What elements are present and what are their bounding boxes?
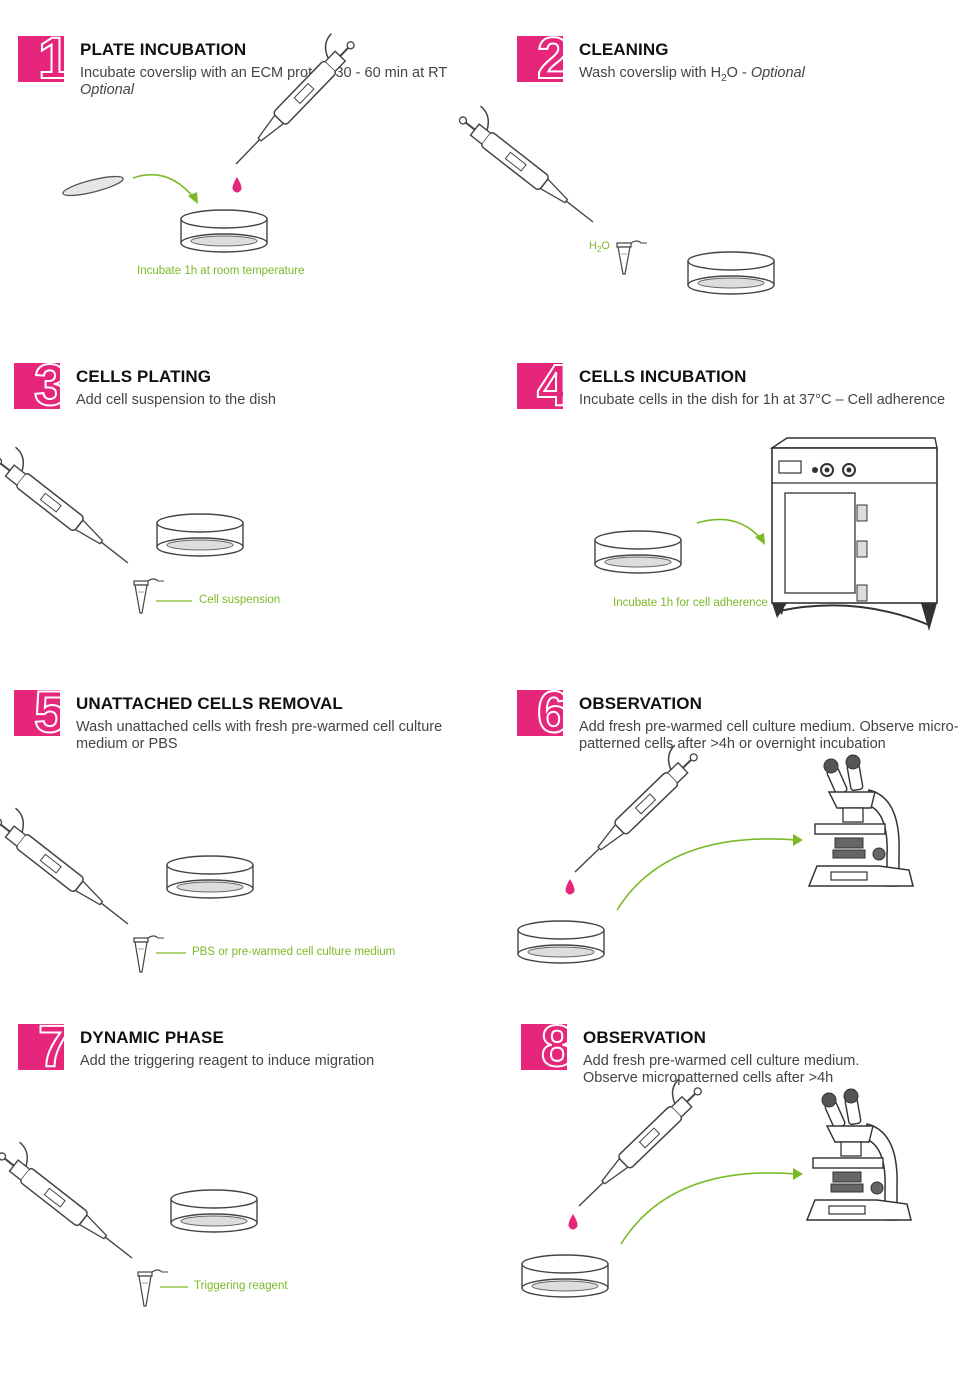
step-title: CELLS INCUBATION bbox=[579, 367, 747, 386]
petri-dish-icon bbox=[170, 1189, 258, 1233]
arrow-icon bbox=[132, 174, 198, 204]
step-description: Incubate coverslip with an ECM protein 3… bbox=[80, 65, 448, 98]
petri-dish-icon bbox=[594, 530, 682, 574]
annotation-label: Triggering reagent bbox=[194, 1280, 288, 1292]
step-3-illustration bbox=[0, 446, 244, 614]
step-number-badge: 3 bbox=[14, 363, 60, 409]
step-number-badge: 7 bbox=[18, 1024, 64, 1070]
step-number-badge: 2 bbox=[517, 36, 563, 82]
annotation-label: Incubate 1h at room temperature bbox=[137, 265, 305, 277]
step-number: 1 bbox=[37, 36, 64, 82]
step-number: 4 bbox=[536, 363, 563, 409]
pipette-icon bbox=[574, 744, 698, 873]
petri-dish-icon bbox=[166, 855, 254, 899]
pipette-icon bbox=[458, 105, 594, 223]
pipette-icon bbox=[235, 33, 355, 165]
step-6: 6 OBSERVATION Add fresh pre-warmed cell … bbox=[517, 690, 980, 1010]
annotation-label: PBS or pre-warmed cell culture medium bbox=[192, 946, 396, 958]
optional-note: Optional bbox=[750, 65, 805, 81]
step-number-badge: 5 bbox=[14, 690, 60, 736]
step-2-illustration bbox=[458, 105, 775, 295]
drop-icon bbox=[232, 177, 242, 193]
step-5: 5 UNATTACHED CELLS REMOVAL Wash unattach… bbox=[0, 690, 484, 1010]
step-number: 7 bbox=[37, 1024, 64, 1070]
step-number: 8 bbox=[540, 1024, 567, 1070]
pipette-icon bbox=[0, 807, 129, 925]
optional-note: Optional bbox=[80, 82, 135, 98]
step-4: 4 CELLS INCUBATION Incubate cells in the… bbox=[517, 363, 980, 683]
h2o-label: H2O bbox=[589, 240, 610, 255]
petri-dish-icon bbox=[521, 1254, 609, 1298]
annotation-label: Incubate 1h for cell adherence bbox=[613, 597, 768, 609]
step-5-illustration bbox=[0, 807, 254, 973]
drop-icon bbox=[568, 1214, 578, 1230]
step-1: 1 PLATE INCUBATION Incubate coverslip wi… bbox=[18, 33, 488, 356]
step-description: Add the triggering reagent to induce mig… bbox=[80, 1053, 375, 1069]
step-number: 3 bbox=[33, 363, 60, 409]
step-number-badge: 6 bbox=[517, 690, 563, 736]
arrow-icon bbox=[620, 1168, 803, 1245]
pipette-icon bbox=[578, 1078, 702, 1207]
step-description: Add fresh pre-warmed cell culture medium… bbox=[579, 719, 959, 752]
step-title: UNATTACHED CELLS REMOVAL bbox=[76, 694, 343, 713]
microscope-icon bbox=[807, 754, 914, 887]
step-number: 6 bbox=[536, 690, 563, 736]
petri-dish-icon bbox=[180, 209, 268, 253]
step-number-badge: 1 bbox=[18, 36, 64, 82]
petri-dish-icon bbox=[156, 513, 244, 557]
petri-dish-icon bbox=[687, 251, 775, 295]
step-description: Incubate cells in the dish for 1h at 37°… bbox=[579, 392, 946, 408]
step-number-badge: 4 bbox=[517, 363, 563, 409]
step-description: Add cell suspension to the dish bbox=[76, 392, 276, 408]
microscope-icon bbox=[805, 1088, 912, 1221]
petri-dish-icon bbox=[517, 920, 605, 964]
step-8: 8 OBSERVATION Add fresh pre-warmed cell … bbox=[521, 1024, 980, 1344]
step-1-illustration bbox=[62, 33, 355, 253]
step-6-illustration bbox=[517, 744, 914, 964]
step-description: Wash coverslip with H2O - Optional bbox=[579, 65, 805, 84]
step-description: Wash unattached cells with fresh pre-war… bbox=[76, 719, 443, 752]
step-title: CLEANING bbox=[579, 40, 669, 59]
step-number: 5 bbox=[33, 690, 60, 736]
arrow-icon bbox=[696, 518, 765, 545]
arrow-icon bbox=[616, 834, 803, 911]
incubator-icon bbox=[769, 437, 938, 631]
step-title: OBSERVATION bbox=[579, 694, 702, 713]
step-4-illustration bbox=[594, 437, 938, 631]
coverslip-icon bbox=[62, 175, 124, 197]
tube-icon bbox=[133, 935, 164, 973]
step-number-badge: 8 bbox=[521, 1024, 567, 1070]
pipette-icon bbox=[0, 1141, 133, 1259]
tube-icon bbox=[616, 240, 647, 275]
step-7: 7 DYNAMIC PHASE Add the triggering reage… bbox=[0, 1024, 488, 1344]
step-title: DYNAMIC PHASE bbox=[80, 1028, 224, 1047]
tube-icon bbox=[133, 578, 164, 614]
annotation-label: Cell suspension bbox=[199, 594, 281, 606]
pipette-icon bbox=[0, 446, 129, 564]
step-description: Add fresh pre-warmed cell culture medium… bbox=[583, 1053, 860, 1086]
step-7-illustration bbox=[0, 1141, 258, 1307]
step-title: CELLS PLATING bbox=[76, 367, 212, 386]
tube-icon bbox=[137, 1269, 168, 1307]
step-8-illustration bbox=[521, 1078, 912, 1298]
step-title: PLATE INCUBATION bbox=[80, 40, 247, 59]
step-2: 2 CLEANING Wash coverslip with H2O - Opt… bbox=[458, 36, 980, 356]
step-title: OBSERVATION bbox=[583, 1028, 706, 1047]
step-number: 2 bbox=[536, 36, 563, 82]
step-3: 3 CELLS PLATING Add cell suspension to t… bbox=[0, 363, 484, 683]
drop-icon bbox=[565, 879, 575, 895]
